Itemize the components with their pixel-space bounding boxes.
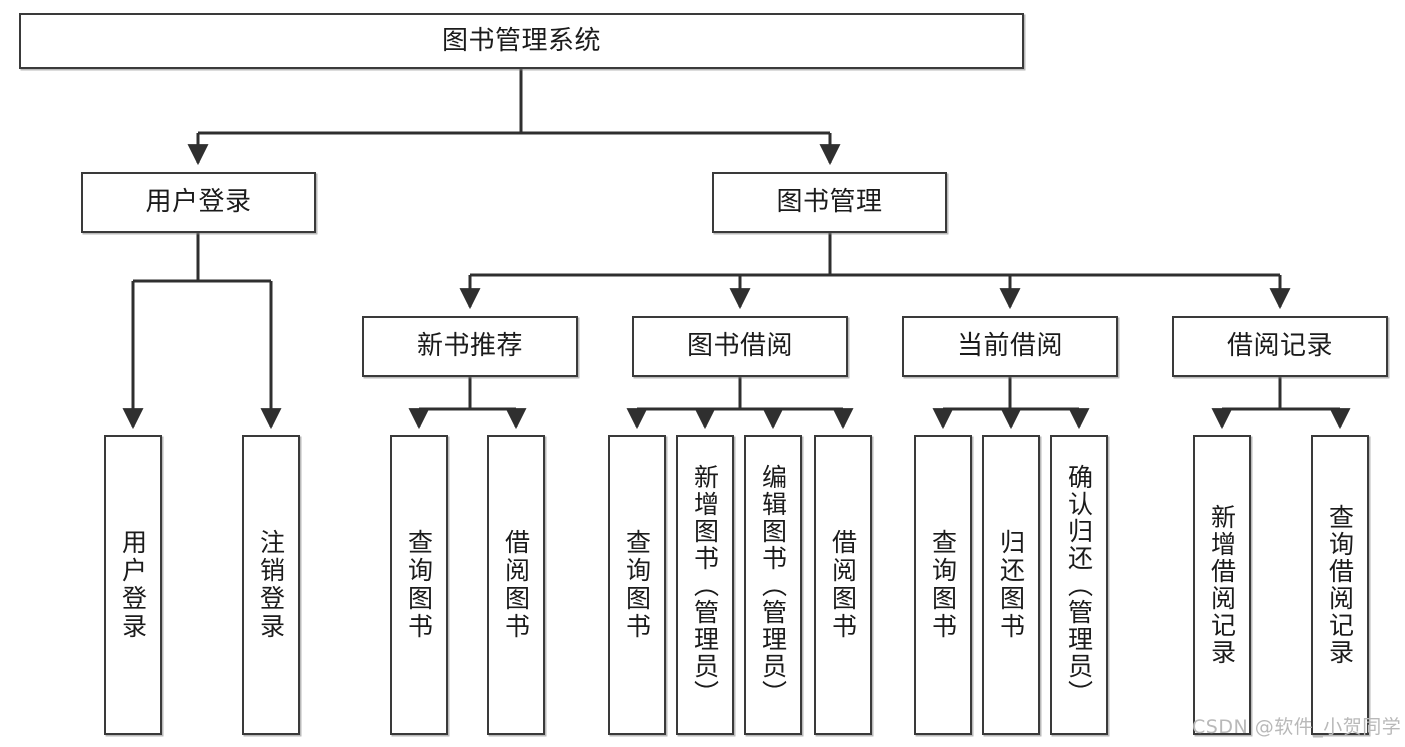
node-leaf-user-login[interactable]: 用户登录 [104,435,162,735]
node-leaf-query-book-2[interactable]: 查询图书 [608,435,666,735]
node-leaf-return-book[interactable]: 归还图书 [982,435,1040,735]
node-current-borrow[interactable]: 当前借阅 [902,316,1118,377]
node-book-manage-label: 图书管理 [776,187,883,218]
node-leaf-add-record[interactable]: 新增借阅记录 [1193,435,1251,735]
node-root-label: 图书管理系统 [441,25,601,56]
node-leaf-user-login-label: 用户登录 [118,529,148,641]
node-leaf-borrow-book-2-label: 借阅图书 [828,529,858,641]
node-book-borrow-label: 图书借阅 [686,331,793,362]
node-leaf-confirm-return-label: 确认归还（管理员） [1064,463,1094,707]
node-leaf-add-book-label: 新增图书（管理员） [690,463,720,707]
node-leaf-return-book-label: 归还图书 [996,529,1026,641]
node-user-login-label: 用户登录 [145,187,252,218]
node-root[interactable]: 图书管理系统 [19,13,1024,69]
node-leaf-add-record-label: 新增借阅记录 [1207,504,1237,666]
node-borrow-record[interactable]: 借阅记录 [1172,316,1388,377]
csdn-watermark: CSDN @软件_小贺同学 [1192,716,1402,738]
node-leaf-query-book-2-label: 查询图书 [622,529,652,641]
node-leaf-borrow-book-2[interactable]: 借阅图书 [814,435,872,735]
node-new-book-rec-label: 新书推荐 [416,331,523,362]
node-leaf-query-record-label: 查询借阅记录 [1325,504,1355,666]
node-leaf-edit-book-label: 编辑图书（管理员） [758,463,788,707]
node-leaf-logout-label: 注销登录 [256,529,286,641]
node-leaf-logout[interactable]: 注销登录 [242,435,300,735]
node-leaf-edit-book[interactable]: 编辑图书（管理员） [744,435,802,735]
node-leaf-query-book-3[interactable]: 查询图书 [914,435,972,735]
node-user-login[interactable]: 用户登录 [81,172,316,233]
node-leaf-query-record[interactable]: 查询借阅记录 [1311,435,1369,735]
node-leaf-query-book-1-label: 查询图书 [404,529,434,641]
node-leaf-query-book-1[interactable]: 查询图书 [390,435,448,735]
node-leaf-confirm-return[interactable]: 确认归还（管理员） [1050,435,1108,735]
node-book-manage[interactable]: 图书管理 [712,172,947,233]
node-borrow-record-label: 借阅记录 [1226,331,1333,362]
node-book-borrow[interactable]: 图书借阅 [632,316,848,377]
node-leaf-borrow-book-1[interactable]: 借阅图书 [487,435,545,735]
node-leaf-query-book-3-label: 查询图书 [928,529,958,641]
node-leaf-add-book[interactable]: 新增图书（管理员） [676,435,734,735]
node-leaf-borrow-book-1-label: 借阅图书 [501,529,531,641]
node-new-book-rec[interactable]: 新书推荐 [362,316,578,377]
node-current-borrow-label: 当前借阅 [956,331,1063,362]
